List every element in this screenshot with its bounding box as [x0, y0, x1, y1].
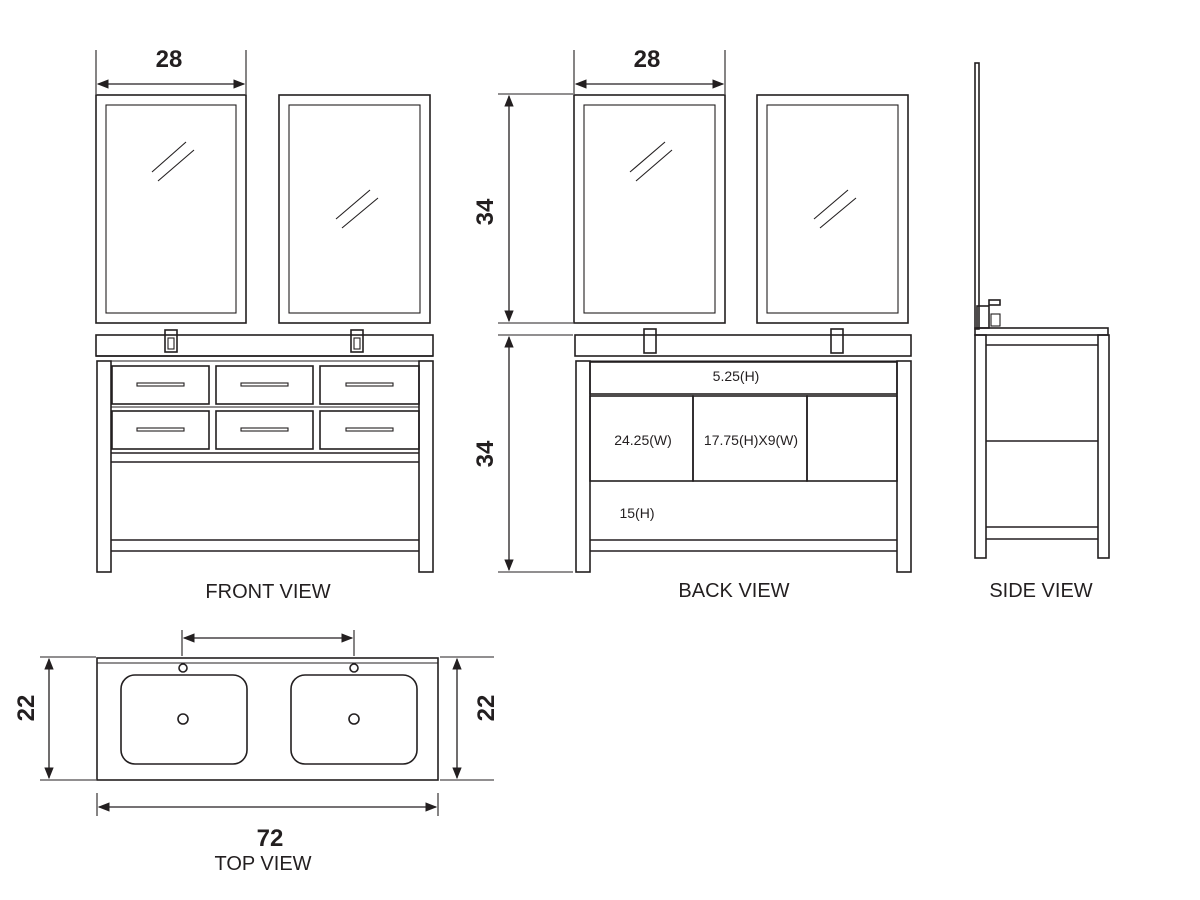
- vanity-height-dimension: 34: [472, 334, 573, 573]
- top-countertop: [96, 657, 439, 781]
- side-mirror: [974, 62, 980, 330]
- back-mirror-right: [756, 94, 909, 324]
- faucet-hole-right: [349, 663, 359, 673]
- front-mirror-left: [95, 94, 247, 324]
- back-faucet-left: [643, 328, 657, 354]
- top-view: 22 22 72 TOP VIEW: [13, 630, 500, 875]
- open-height-label: 15(H): [619, 505, 654, 521]
- sink-basin-right: [290, 674, 418, 765]
- front-faucet-left: [164, 329, 178, 353]
- vanity-height-label: 34: [472, 440, 499, 467]
- depth-left-dimension: 22: [13, 656, 96, 781]
- front-view: 28: [95, 46, 434, 603]
- back-mirror-left: [573, 94, 726, 324]
- front-mirror-width-label: 28: [156, 46, 183, 73]
- mirror-height-dimension: 34: [472, 93, 573, 324]
- total-width-label: 72: [257, 825, 284, 852]
- front-mirror-width-dimension: 28: [95, 46, 247, 94]
- front-faucet-right: [350, 329, 364, 353]
- left-width-label: 24.25(W): [614, 432, 672, 448]
- faucet-hole-left: [178, 663, 188, 673]
- back-faucet-right: [830, 328, 844, 354]
- top-drawer-height-label: 5.25(H): [713, 368, 760, 384]
- top-view-label: TOP VIEW: [214, 853, 311, 875]
- side-faucet: [976, 299, 1001, 329]
- back-view: 28 34 34: [472, 46, 912, 602]
- back-view-label: BACK VIEW: [678, 580, 789, 602]
- depth-right-label: 22: [473, 695, 500, 722]
- back-vanity: [574, 334, 912, 573]
- total-width-dimension: 72: [96, 793, 439, 852]
- middle-size-label: 17.75(H)X9(W): [704, 432, 798, 448]
- mirror-height-label: 34: [472, 198, 499, 225]
- side-view: SIDE VIEW: [974, 62, 1110, 602]
- front-mirror-right: [278, 94, 431, 324]
- back-mirror-width-label: 28: [634, 46, 661, 73]
- drain-left: [177, 713, 189, 725]
- side-vanity: [974, 327, 1110, 559]
- back-mirror-width-dimension: 28: [573, 46, 726, 94]
- front-view-label: FRONT VIEW: [205, 581, 330, 603]
- depth-right-dimension: 22: [440, 656, 500, 781]
- sink-basin-left: [120, 674, 248, 765]
- faucet-spacing-dimension: [181, 630, 355, 656]
- side-view-label: SIDE VIEW: [989, 580, 1092, 602]
- drain-right: [348, 713, 360, 725]
- depth-left-label: 22: [13, 695, 40, 722]
- front-vanity: [95, 334, 434, 573]
